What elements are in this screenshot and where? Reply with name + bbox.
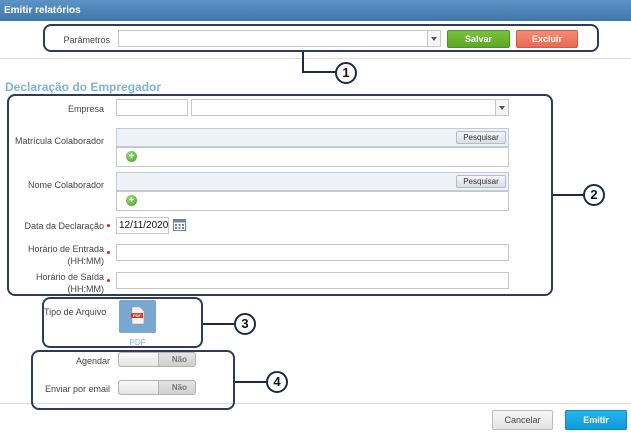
callout-number-4: 4 <box>266 371 288 393</box>
required-marker <box>107 251 110 254</box>
callout-connector <box>302 52 304 72</box>
callout-number-1: 1 <box>335 62 357 84</box>
params-select[interactable] <box>118 30 441 47</box>
empresa-select[interactable] <box>191 99 509 116</box>
required-marker <box>107 224 110 227</box>
callout-number-3: 3 <box>234 313 256 335</box>
email-toggle[interactable]: Não <box>118 380 196 395</box>
callout-number-2: 2 <box>583 184 605 206</box>
pdf-caption: PDF <box>129 338 146 347</box>
matricula-search-button[interactable]: Pesquisar <box>456 131 506 144</box>
toggle-state: Não <box>171 355 187 364</box>
params-label: Parâmetros <box>63 35 110 45</box>
section-title: Declaração do Empregador <box>5 80 162 94</box>
email-label: Enviar por email <box>44 384 110 394</box>
entrada-label: Horário de Entrada (HH:MM) <box>27 244 104 266</box>
toggle-knob <box>119 353 159 366</box>
calendar-icon[interactable] <box>173 219 186 231</box>
callout-connector <box>302 71 336 73</box>
entrada-input[interactable] <box>116 244 509 261</box>
callout-box-1 <box>43 24 599 52</box>
emit-button[interactable]: Emitir <box>565 410 627 430</box>
pdf-icon-text: PDF <box>133 313 142 318</box>
callout-connector <box>235 381 266 383</box>
toggle-state: Não <box>171 383 187 392</box>
window-title: Emitir relatórios <box>4 5 81 16</box>
callout-connector <box>203 323 234 325</box>
callout-box-4 <box>31 350 235 410</box>
agendar-toggle[interactable]: Não <box>118 352 196 367</box>
empresa-code-input[interactable] <box>116 99 188 116</box>
pdf-option[interactable]: PDF <box>119 300 156 333</box>
window-title-bar: Emitir relatórios <box>0 0 631 21</box>
chevron-down-icon[interactable] <box>495 100 508 115</box>
callout-box-3 <box>42 297 203 348</box>
pdf-file-icon: PDF <box>131 307 145 325</box>
saida-label: Horário de Saída (HH:MM) <box>35 272 104 294</box>
cancel-button[interactable]: Cancelar <box>492 410 553 430</box>
nome-search-button[interactable]: Pesquisar <box>456 175 506 188</box>
nome-list <box>116 191 509 211</box>
add-circle-icon[interactable]: + <box>126 195 137 206</box>
data-label: Data da Declaração <box>24 221 104 231</box>
data-input[interactable]: 12/11/2020 <box>116 217 169 234</box>
required-marker <box>107 279 110 282</box>
matricula-label: Matrícula Colaborador <box>14 136 104 146</box>
divider <box>0 58 631 59</box>
footer-divider <box>0 403 631 404</box>
file-type-label: Tipo de Arquivo <box>44 307 107 317</box>
save-button[interactable]: Salvar <box>447 30 510 48</box>
matricula-search-field[interactable] <box>116 128 509 147</box>
toggle-knob <box>119 381 159 394</box>
callout-box-2 <box>7 94 553 296</box>
delete-button[interactable]: Excluir <box>516 30 578 48</box>
callout-connector <box>553 194 584 196</box>
add-circle-icon[interactable]: + <box>126 151 137 162</box>
matricula-list <box>116 147 509 167</box>
saida-input[interactable] <box>116 272 509 289</box>
nome-label: Nome Colaborador <box>27 180 104 190</box>
empresa-label: Empresa <box>67 104 104 114</box>
nome-search-field[interactable] <box>116 172 509 191</box>
chevron-down-icon[interactable] <box>427 31 440 46</box>
agendar-label: Agendar <box>75 356 110 366</box>
